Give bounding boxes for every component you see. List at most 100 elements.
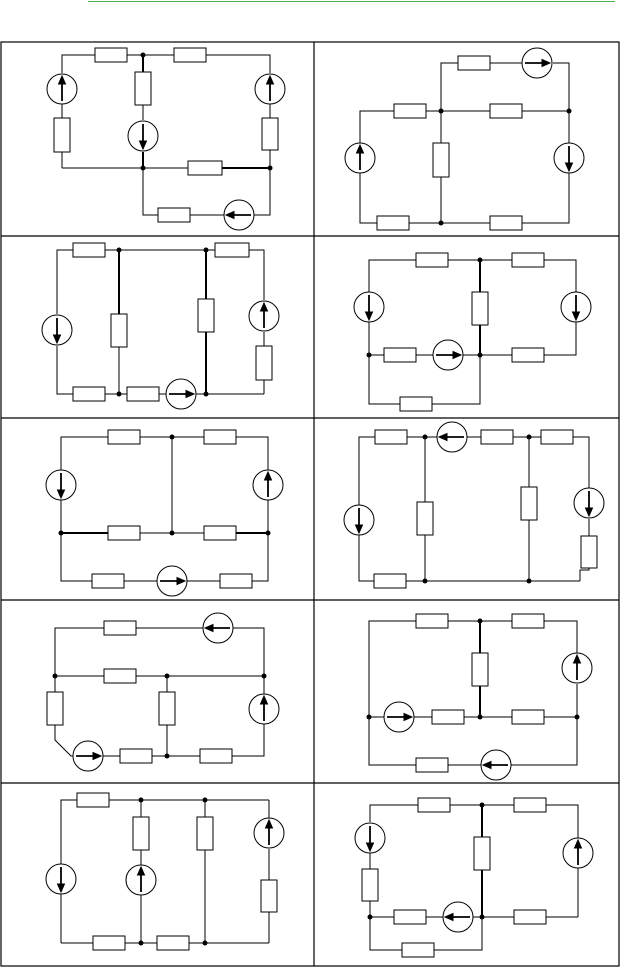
circuit-panel-7 <box>54 627 265 757</box>
resistor <box>511 252 545 268</box>
junction-node <box>422 578 428 584</box>
panel-8-nodes <box>366 618 580 720</box>
resistor <box>431 709 465 725</box>
resistor <box>203 429 237 445</box>
resistor <box>107 429 141 445</box>
resistor <box>401 942 435 958</box>
panel-4-sources <box>353 291 592 371</box>
current-source-up <box>344 142 376 174</box>
panel-3-nodes <box>116 247 209 397</box>
current-source-up <box>252 469 284 501</box>
junction-node <box>116 247 122 253</box>
circuit-panel-9 <box>60 799 270 944</box>
panel-1-nodes <box>140 52 273 171</box>
junction-node <box>261 673 267 679</box>
panel-2-resistors <box>376 55 523 231</box>
junction-node <box>202 797 208 803</box>
panel-7-resistors <box>46 620 233 764</box>
resistor <box>203 525 237 541</box>
resistor <box>72 386 106 402</box>
resistor <box>255 345 273 381</box>
resistor <box>72 242 106 258</box>
circuit-diagrams <box>0 41 620 967</box>
resistor <box>376 215 410 231</box>
junction-node <box>138 940 144 946</box>
junction-node <box>140 52 146 58</box>
panel-5-sources <box>45 469 284 597</box>
resistor <box>511 347 545 363</box>
circuit-panel-5 <box>60 436 269 582</box>
resistor <box>134 71 152 106</box>
resistor <box>432 142 450 178</box>
current-source-up <box>248 693 280 725</box>
junction-node <box>438 108 444 114</box>
resistor <box>173 47 207 63</box>
panel-2-sources <box>344 47 585 174</box>
current-source-down <box>560 291 592 323</box>
current-source-down <box>41 314 73 346</box>
resistor <box>110 313 128 348</box>
junction-node <box>366 352 372 358</box>
junction-node <box>164 753 170 759</box>
junction-node <box>422 434 428 440</box>
junction-node <box>164 673 170 679</box>
panel-6-resistors <box>373 429 598 589</box>
panel-10-resistors <box>361 797 547 958</box>
current-source-left <box>436 421 468 453</box>
resistor <box>103 668 137 684</box>
current-source-down <box>45 863 77 895</box>
panel-3-resistors <box>72 242 273 402</box>
junction-node <box>526 578 532 584</box>
resistor <box>53 117 71 153</box>
circuit-panel-3 <box>56 249 265 395</box>
resistor <box>187 160 223 176</box>
resistor <box>132 816 150 851</box>
resistor <box>471 291 489 326</box>
junction-node <box>265 530 271 536</box>
resistor <box>156 935 190 951</box>
circuit-grid <box>0 41 620 967</box>
junction-node <box>479 914 485 920</box>
current-source-down <box>343 504 375 536</box>
panel-7-sources <box>72 612 280 772</box>
junction-node <box>203 391 209 397</box>
panel-9-resistors <box>76 792 278 951</box>
current-source-left <box>442 901 474 933</box>
junction-node <box>477 352 483 358</box>
resistor <box>103 620 137 636</box>
resistor <box>92 935 126 951</box>
resistor <box>511 613 545 629</box>
panel-6-sources <box>343 421 605 536</box>
panel-4-nodes <box>366 257 483 358</box>
resistor <box>374 429 408 445</box>
current-source-up <box>561 652 593 684</box>
current-source-up <box>562 837 594 869</box>
resistor <box>473 836 491 871</box>
junction-node <box>479 802 485 808</box>
current-source-up <box>254 73 286 105</box>
header-rule <box>88 1 615 2</box>
current-source-right <box>432 339 464 371</box>
resistor <box>513 909 547 925</box>
junction-node <box>202 940 208 946</box>
current-source-right <box>383 701 415 733</box>
panel-1-sources <box>46 73 286 231</box>
junction-node <box>438 220 444 226</box>
current-source-up <box>46 73 78 105</box>
resistor <box>119 748 153 764</box>
panel-3-sources <box>41 300 280 410</box>
junction-node <box>169 434 175 440</box>
junction-node <box>367 914 373 920</box>
junction-node <box>203 247 209 253</box>
current-source-down <box>553 142 585 174</box>
current-source-down <box>45 469 77 501</box>
panel-6-nodes <box>422 434 532 584</box>
resistor <box>480 429 514 445</box>
current-source-up <box>253 817 285 849</box>
current-source-down <box>573 487 605 519</box>
resistor <box>416 501 434 536</box>
current-source-left <box>480 749 512 781</box>
resistor <box>46 691 64 726</box>
resistor <box>157 207 191 223</box>
resistor <box>126 386 160 402</box>
